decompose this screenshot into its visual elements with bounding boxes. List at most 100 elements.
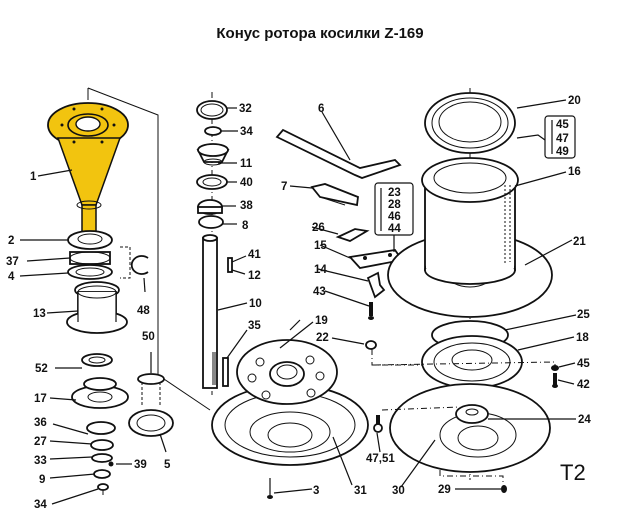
part-8-washer[interactable]	[198, 215, 224, 229]
part-9-nut[interactable]	[93, 469, 111, 479]
callout-45: 45	[577, 358, 590, 370]
part-1-rotor-cone[interactable]	[47, 102, 129, 246]
part-36-bearing[interactable]	[86, 421, 116, 435]
part-4-bearing[interactable]	[67, 264, 113, 280]
callout-15: 15	[314, 240, 327, 252]
callout-27: 27	[34, 436, 47, 448]
callout-3: 3	[313, 485, 319, 497]
callout-9: 9	[39, 474, 45, 486]
callout-17: 17	[34, 393, 47, 405]
part-48-circlip[interactable]	[130, 255, 149, 275]
part-14-bracket[interactable]	[366, 271, 386, 299]
sheet-id: T2	[560, 460, 586, 485]
callout-26: 26	[312, 222, 325, 234]
kit-a-item-46: 46	[388, 211, 401, 223]
part-24-bearing[interactable]	[455, 404, 489, 424]
callout-2: 2	[8, 235, 14, 247]
part-33-ring[interactable]	[91, 453, 113, 463]
kit-a-item-28: 28	[388, 199, 401, 211]
callout-35: 35	[248, 320, 261, 332]
callout-40: 40	[240, 177, 253, 189]
kit-b-item-47: 47	[556, 133, 569, 145]
part-40-ring[interactable]	[196, 174, 228, 190]
callout-19: 19	[315, 315, 328, 327]
callout-20: 20	[568, 95, 581, 107]
kit-a-item-23: 23	[388, 187, 401, 199]
part-39-pin[interactable]	[108, 461, 114, 467]
kit-group-box-a	[374, 182, 414, 252]
callout-36: 36	[34, 417, 47, 429]
part-32-seal-ring[interactable]	[196, 100, 228, 120]
callout-48: 48	[137, 305, 150, 317]
part-11-tapered-bearing[interactable]	[196, 143, 230, 166]
callout-13: 13	[33, 308, 46, 320]
part-20-bearing-seal[interactable]	[424, 92, 516, 154]
callout-12: 12	[248, 270, 261, 282]
part-50-ring[interactable]	[137, 373, 165, 385]
callout-50: 50	[142, 331, 155, 343]
callout-42: 42	[577, 379, 590, 391]
callout-5: 5	[164, 459, 171, 471]
callout-31: 31	[354, 485, 367, 497]
part-6-bracket[interactable]	[275, 128, 402, 179]
kit-group-box-b	[544, 115, 576, 159]
part-29-screw[interactable]	[501, 485, 507, 493]
callout-22: 22	[316, 332, 329, 344]
kit-b-item-45: 45	[556, 119, 569, 131]
assembly-guide-line	[87, 87, 211, 411]
part-35-key[interactable]	[222, 357, 229, 387]
part-43-bolt[interactable]	[368, 302, 374, 320]
callout-6: 6	[318, 103, 324, 115]
callout-18: 18	[576, 332, 589, 344]
callout-30: 30	[392, 485, 405, 497]
part-52-bearing[interactable]	[81, 353, 113, 367]
part-37-bearing[interactable]	[69, 251, 111, 265]
callout-52: 52	[35, 363, 48, 375]
part-38-bearing[interactable]	[197, 199, 223, 215]
part-41-pin[interactable]	[227, 257, 233, 273]
callout-37: 37	[6, 256, 19, 268]
callout-33: 33	[34, 455, 47, 467]
part-34-cap[interactable]	[97, 483, 109, 495]
diagram-title: Конус ротора косилки Z-169	[216, 25, 424, 42]
callout-39: 39	[134, 459, 147, 471]
callout-11: 11	[240, 158, 253, 170]
callout-43: 43	[313, 286, 326, 298]
part-26-plate[interactable]	[335, 228, 370, 242]
callout-4: 4	[8, 271, 15, 283]
part-42-bolt[interactable]	[552, 373, 558, 388]
callout-41: 41	[248, 249, 261, 261]
part-22-cap[interactable]	[365, 340, 377, 350]
part-19-hub-disc[interactable]	[236, 339, 338, 405]
part-10-shaft[interactable]	[202, 234, 218, 389]
callout-25: 25	[577, 309, 590, 321]
part-45-nut[interactable]	[551, 365, 559, 371]
callout-16: 16	[568, 166, 581, 178]
part-16-drum-cylinder[interactable]	[421, 157, 519, 285]
callout-10: 10	[249, 298, 262, 310]
part-30-skid-plate[interactable]	[389, 383, 551, 473]
part-3-bolt[interactable]	[267, 478, 273, 499]
part-17-flange[interactable]	[71, 377, 129, 409]
callout-29: 29	[438, 484, 451, 496]
part-2-bearing-ring[interactable]	[67, 230, 113, 250]
callout-24: 24	[578, 414, 591, 426]
part-13-hub-housing[interactable]	[66, 281, 128, 334]
part-34-snap-ring[interactable]	[204, 126, 222, 136]
part-47-51-bolt[interactable]	[373, 415, 383, 433]
part-5-washer[interactable]	[128, 409, 174, 437]
part-18-bearing-housing[interactable]	[421, 335, 523, 389]
callout-34-lower: 34	[34, 499, 47, 511]
callout-32: 32	[239, 103, 252, 115]
callout-8: 8	[242, 220, 249, 232]
callout-14: 14	[314, 264, 327, 276]
callout-38: 38	[240, 200, 253, 212]
callout-7: 7	[281, 181, 287, 193]
callout-21: 21	[573, 236, 586, 248]
kit-b-item-49: 49	[556, 146, 569, 158]
part-27-ring[interactable]	[90, 439, 114, 451]
callout-34-upper: 34	[240, 126, 253, 138]
kit-a-item-44: 44	[388, 223, 401, 235]
part-7-clip[interactable]	[310, 183, 359, 207]
